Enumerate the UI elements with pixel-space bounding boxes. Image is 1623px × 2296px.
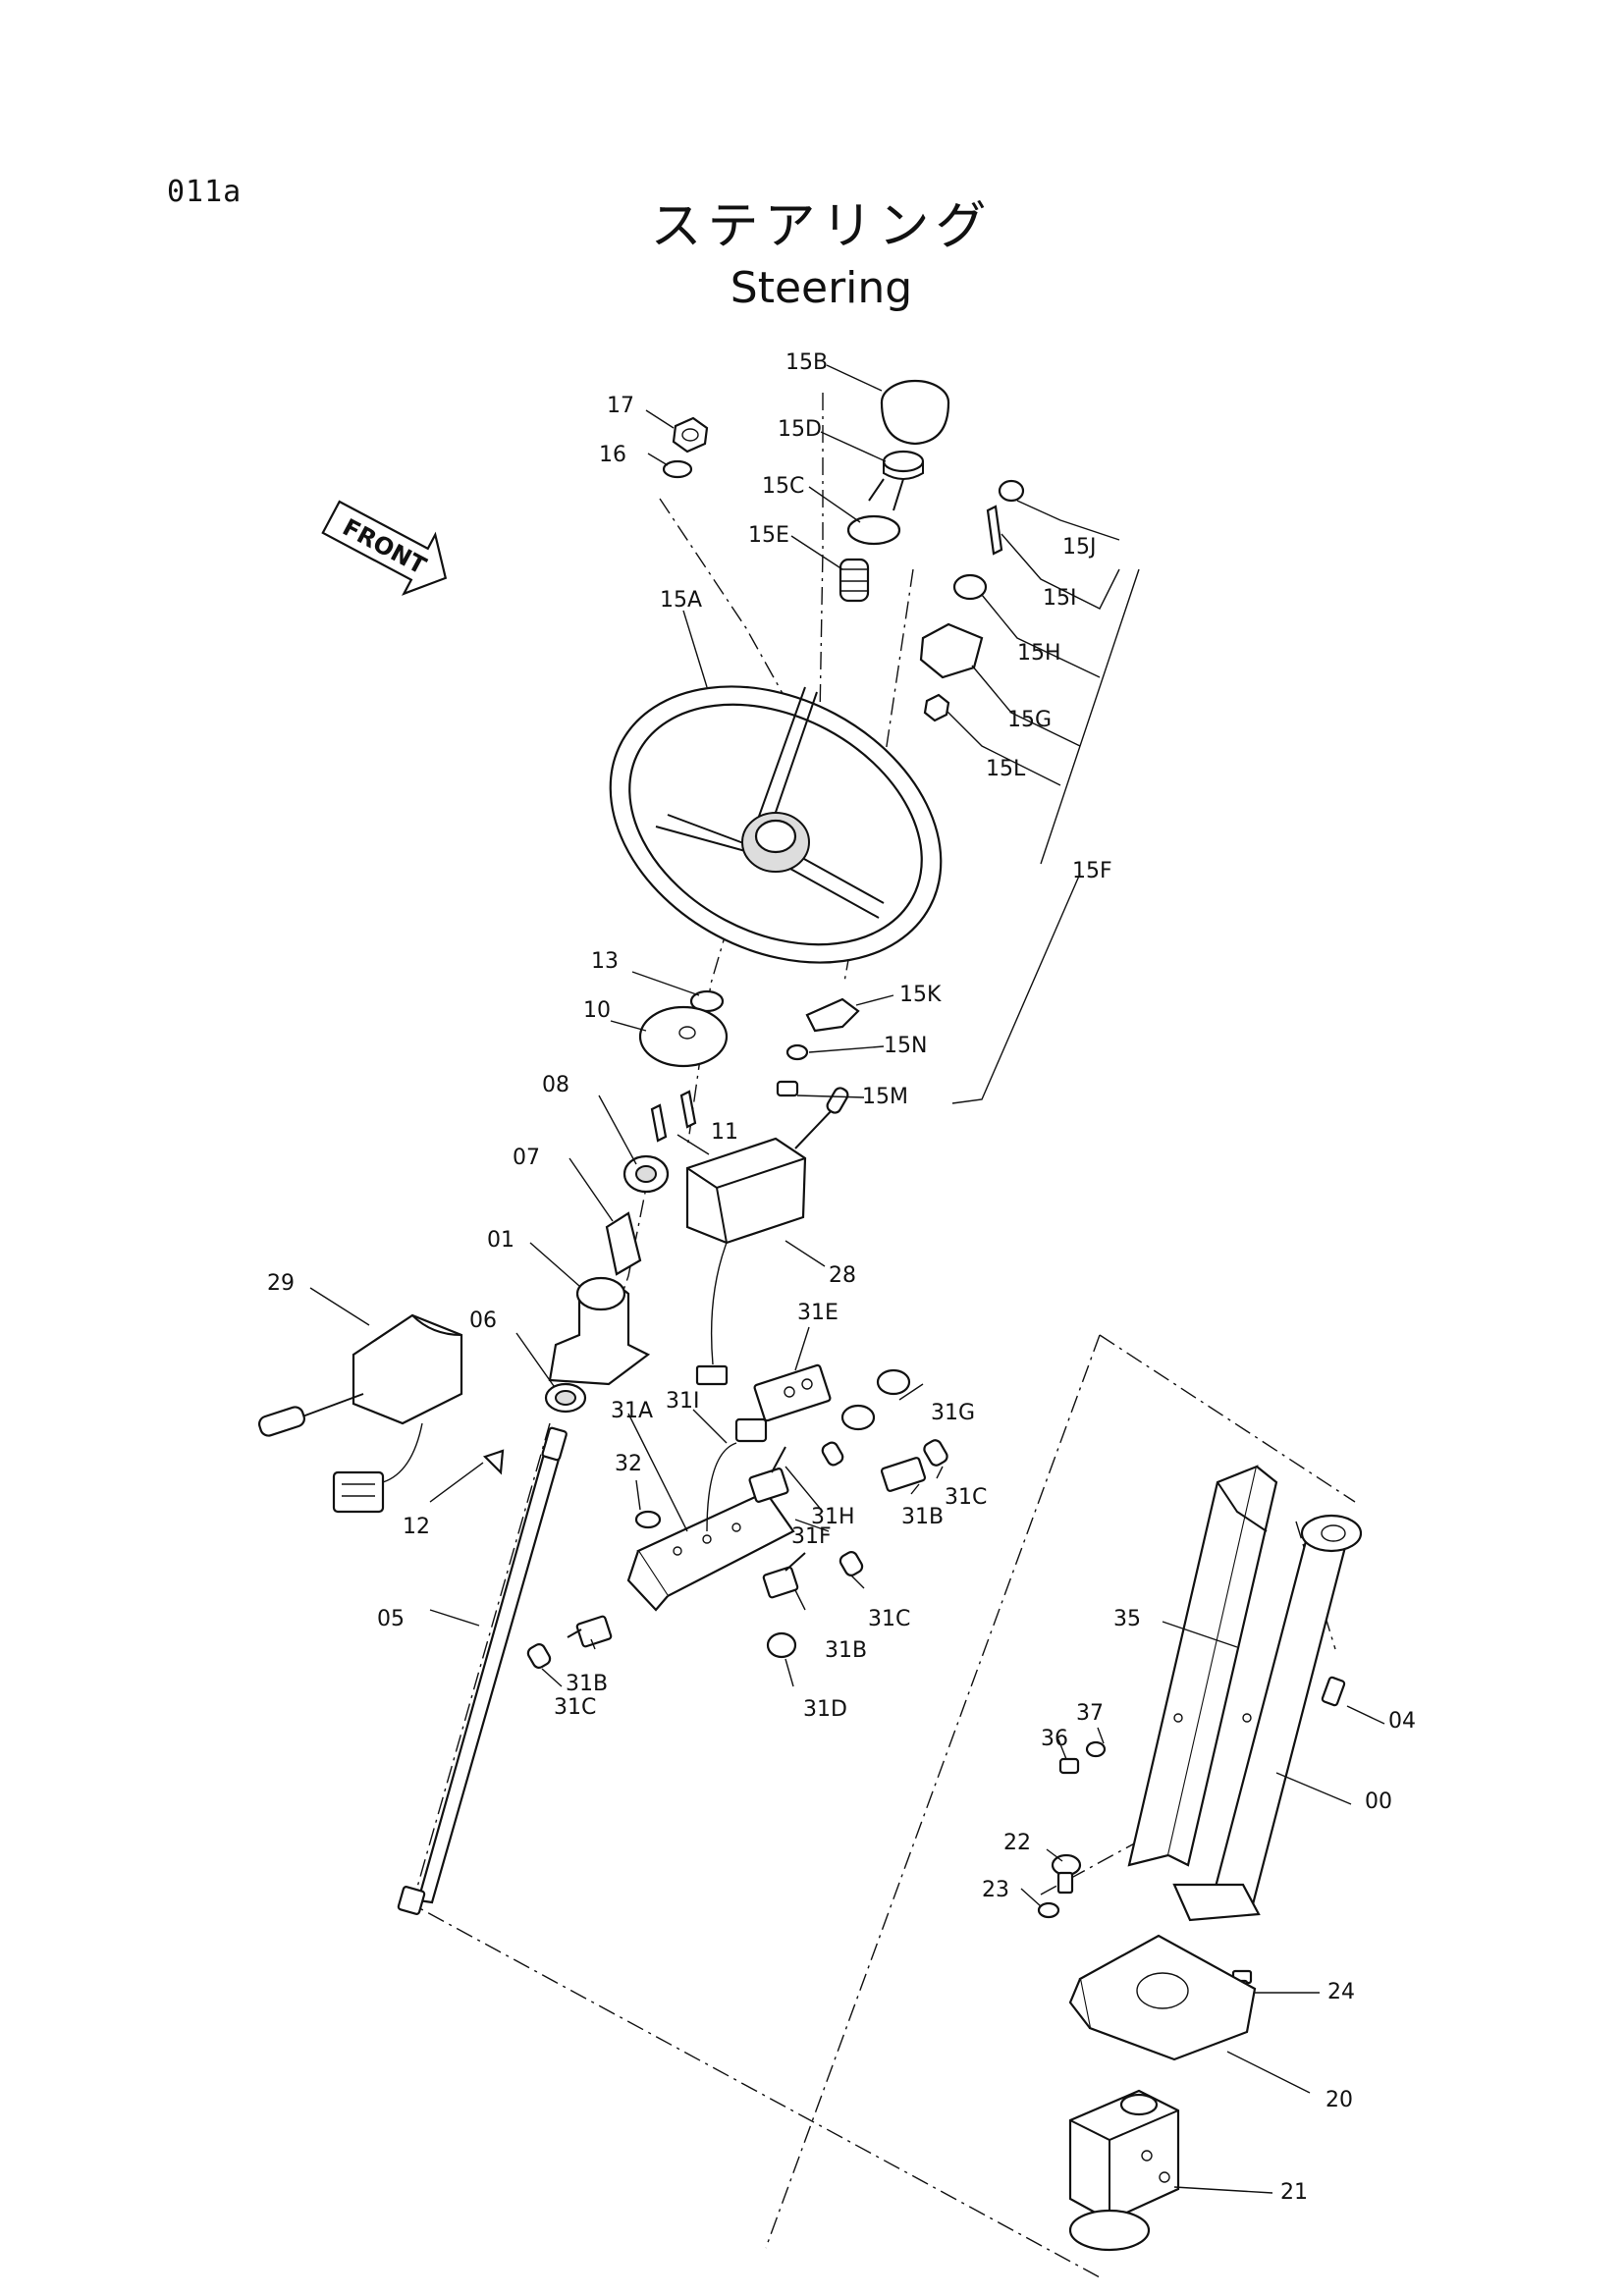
horn-contact-parts (776, 479, 1025, 1097)
label-24: 24 (1327, 1980, 1355, 2004)
part-number-labels: 17 16 15B 15D 15C 15E 15A 15J 15I 15H 15… (267, 350, 1416, 2205)
label-32: 32 (615, 1452, 642, 1476)
label-31F: 31F (791, 1524, 832, 1549)
label-17: 17 (607, 394, 634, 418)
label-31C-a: 31C (945, 1485, 987, 1510)
label-15I: 15I (1043, 586, 1076, 611)
label-31D: 31D (803, 1697, 847, 1722)
label-15M: 15M (862, 1085, 908, 1109)
label-15G: 15G (1007, 708, 1052, 732)
page-title-english: Steering (730, 263, 913, 313)
label-31E: 31E (797, 1301, 839, 1325)
label-16: 16 (599, 443, 626, 467)
label-31C-c: 31C (554, 1695, 596, 1720)
label-31I: 31I (666, 1389, 699, 1414)
label-13: 13 (591, 949, 619, 974)
combination-switch (685, 1087, 849, 1386)
label-20: 20 (1325, 2088, 1353, 2112)
label-01: 01 (487, 1228, 514, 1253)
label-31A: 31A (611, 1399, 653, 1423)
label-15C: 15C (762, 474, 804, 499)
title-block: ステアリング Steering (0, 196, 1623, 316)
turn-signal-lever-switch (258, 1313, 463, 1514)
leader-lines (309, 364, 1385, 2194)
label-31C-b: 31C (868, 1607, 910, 1631)
label-22: 22 (1003, 1831, 1031, 1855)
label-04: 04 (1388, 1709, 1416, 1734)
label-21: 21 (1280, 2180, 1308, 2205)
label-36: 36 (1041, 1727, 1068, 1751)
label-15H: 15H (1017, 641, 1061, 666)
steering-valve-unit (1068, 2089, 1180, 2252)
shaft-cap (482, 1449, 505, 1475)
nut-and-washer (662, 416, 709, 479)
label-15A: 15A (660, 588, 702, 613)
switch-panel-assembly (526, 1363, 948, 1669)
label-05: 05 (377, 1607, 405, 1631)
label-37: 37 (1076, 1701, 1104, 1726)
steering-shaft (397, 1426, 568, 1915)
label-15N: 15N (884, 1034, 927, 1058)
label-31G: 31G (931, 1401, 975, 1425)
label-31B-c: 31B (566, 1672, 608, 1696)
column-upper-parts (544, 989, 729, 1414)
mounting-bracket (1068, 1934, 1257, 2061)
front-arrow-icon: FRONT (321, 500, 448, 596)
label-11: 11 (711, 1120, 738, 1145)
page-code: 011a (167, 175, 243, 209)
label-15L: 15L (986, 757, 1026, 781)
label-31B-b: 31B (825, 1638, 867, 1663)
label-08: 08 (542, 1073, 569, 1097)
label-10: 10 (583, 998, 611, 1023)
label-31B-a: 31B (901, 1505, 944, 1529)
label-15D: 15D (778, 417, 822, 442)
steering-wheel (609, 685, 943, 964)
page-title-japanese: ステアリング (650, 197, 993, 256)
label-15J: 15J (1062, 535, 1096, 560)
label-31H: 31H (811, 1505, 855, 1529)
steering-column-post (1127, 1465, 1363, 1922)
label-35: 35 (1113, 1607, 1141, 1631)
label-15E: 15E (748, 523, 789, 548)
label-07: 07 (513, 1146, 540, 1170)
label-12: 12 (403, 1515, 430, 1539)
horn-button-assembly (839, 379, 950, 603)
label-06: 06 (469, 1308, 497, 1333)
label-29: 29 (267, 1271, 295, 1296)
label-15B: 15B (785, 350, 828, 375)
label-15F: 15F (1072, 859, 1112, 883)
fasteners (1037, 1676, 1346, 2004)
label-00: 00 (1365, 1789, 1392, 1814)
label-23: 23 (982, 1878, 1009, 1902)
label-28: 28 (829, 1263, 856, 1288)
label-15K: 15K (899, 983, 942, 1007)
